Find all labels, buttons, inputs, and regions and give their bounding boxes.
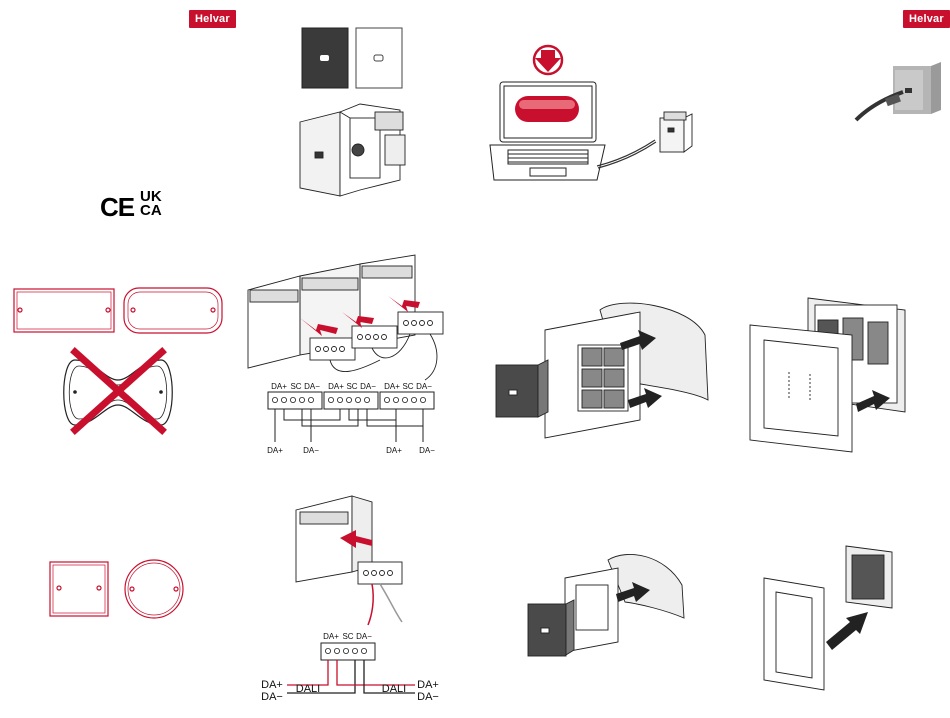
terminal-label: SC [402,382,413,391]
faceplate-arrow-single [826,612,868,650]
laptop-screen-button [515,96,579,122]
terminal-label: SC [346,382,357,391]
terminal-label: DA+ [328,382,344,391]
small-device-usb [660,112,692,152]
wire-label: DA+ [267,446,283,455]
terminal-label: DA+ [384,382,400,391]
single-wires [368,584,402,625]
faceplate-large [750,298,905,452]
terminal-label: DA+ [271,382,287,391]
terminal-label: DA+ [323,632,339,641]
mounting-single-frame [528,554,684,656]
device-front-covers [302,28,402,88]
terminal-label: DA− [356,632,372,641]
wire-label: DA− [303,446,319,455]
wire-label-left: DA+ [261,679,283,691]
dali-bus-label-right: DALI [382,683,406,695]
terminal-schematic-multi [268,392,434,442]
mounting-large-frame [496,303,708,438]
backbox-rectangular [14,289,114,332]
download-arrow-icon [534,46,562,74]
usb-cable [597,140,656,168]
wire-label-right: DA− [417,691,439,703]
device-with-cable-photo [856,62,941,120]
backbox-rounded [124,288,222,333]
wire-label-right: DA+ [417,679,439,691]
terminal-label: DA− [360,382,376,391]
backbox-circular [125,560,183,618]
wire-label: DA− [419,446,435,455]
faceplate-single [764,546,892,690]
terminal-label: SC [342,632,353,641]
terminal-label: DA− [416,382,432,391]
terminal-label: DA− [304,382,320,391]
wire-label-left: DA− [261,691,283,703]
backbox-square [50,562,108,616]
wire-label: DA+ [386,446,402,455]
dali-bus-label-left: DALI [296,683,320,695]
three-devices-connectors [248,255,443,380]
device-exploded-view [300,104,405,196]
terminal-label: SC [290,382,301,391]
